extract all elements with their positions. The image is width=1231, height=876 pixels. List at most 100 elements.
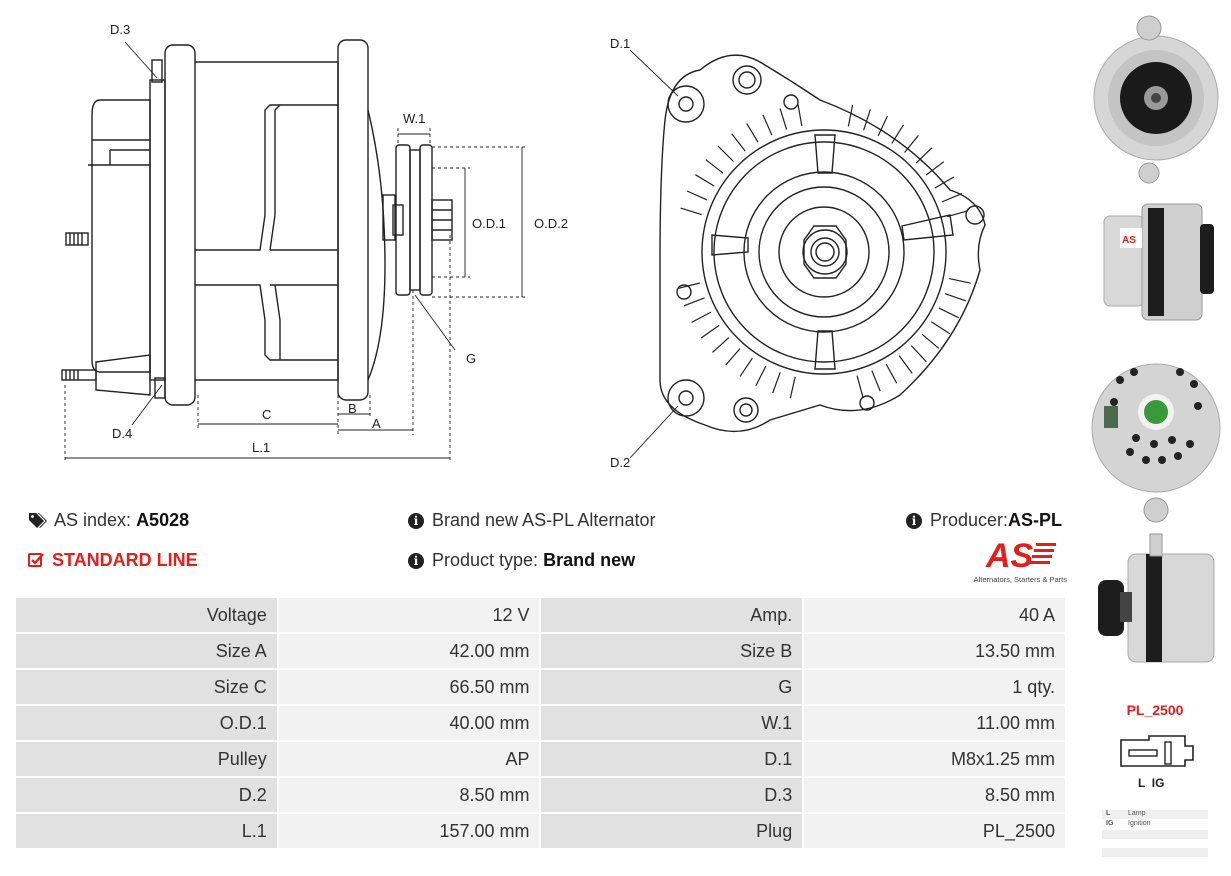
- spec-value: 40 A: [804, 598, 1065, 632]
- cooling-fin: [700, 324, 720, 339]
- spec-key: G: [541, 670, 803, 704]
- plug-legend-row: [1102, 830, 1208, 839]
- cooling-fin: [949, 278, 971, 284]
- legend-value: Ignition: [1128, 820, 1151, 827]
- cooling-fin: [797, 104, 803, 127]
- label-c: C: [262, 407, 271, 422]
- plug-pin-labels: L IG: [1138, 776, 1165, 790]
- spec-key: Voltage: [16, 598, 277, 632]
- cooling-fin: [941, 192, 963, 203]
- label-d4: D.4: [112, 426, 132, 441]
- info-icon: i: [408, 513, 424, 529]
- product-type-row: i Product type: Brand new: [408, 550, 635, 571]
- as-logo: AS Alternators, Starters & Parts: [966, 537, 1067, 584]
- cooling-fin: [847, 104, 854, 127]
- spec-value: 1 qty.: [804, 670, 1065, 704]
- cooling-fin: [944, 293, 966, 302]
- label-b: B: [348, 401, 357, 416]
- cooling-fin: [910, 345, 927, 363]
- cooling-fin: [921, 333, 940, 349]
- logo-text: AS: [985, 537, 1034, 571]
- spec-key: D.2: [16, 778, 277, 812]
- info-icon: i: [906, 513, 922, 529]
- producer-row: i Producer:AS-PL: [906, 510, 1062, 531]
- spec-key: Size B: [541, 634, 803, 668]
- spec-value: 11.00 mm: [804, 706, 1065, 740]
- label-l1: L.1: [252, 440, 270, 455]
- cooling-fin: [885, 363, 898, 384]
- label-od1: O.D.1: [472, 216, 506, 231]
- product-photo-rear[interactable]: [1090, 340, 1222, 528]
- plug-diagram: [1120, 735, 1194, 767]
- spec-key: Size C: [16, 670, 277, 704]
- cooling-fin: [946, 210, 969, 218]
- plug-code: PL_2500: [1126, 702, 1184, 718]
- front-view-drawing: D.1 D.2: [610, 36, 986, 470]
- spec-value: 42.00 mm: [278, 634, 540, 668]
- svg-text:AS: AS: [1122, 235, 1136, 246]
- producer-value: AS-PL: [1008, 510, 1063, 530]
- producer-label: Producer:: [930, 510, 1009, 530]
- cooling-fin: [686, 190, 708, 201]
- spec-value: 40.00 mm: [278, 706, 540, 740]
- cooling-fin: [746, 123, 759, 143]
- product-type-label: Product type:: [432, 550, 539, 570]
- cooling-fin: [680, 207, 702, 216]
- product-photo-side[interactable]: AS: [1090, 188, 1222, 336]
- product-photo-angle[interactable]: [1090, 530, 1222, 680]
- cooling-fin: [915, 147, 933, 164]
- spec-key: Plug: [541, 814, 803, 848]
- product-type-value: Brand new: [543, 550, 636, 570]
- spec-value: 13.50 mm: [804, 634, 1065, 668]
- spec-key: O.D.1: [16, 706, 277, 740]
- cooling-fin: [739, 357, 753, 377]
- label-w1: W.1: [403, 111, 425, 126]
- description-text: Brand new AS-PL Alternator: [432, 510, 656, 530]
- spec-key: L.1: [16, 814, 277, 848]
- product-photo-front[interactable]: [1090, 8, 1222, 188]
- label-d2: D.2: [610, 455, 630, 470]
- cooling-fin: [898, 355, 913, 374]
- label-d3: D.3: [110, 22, 130, 37]
- cooling-fin: [891, 124, 905, 144]
- cooling-fin: [755, 365, 767, 386]
- spec-value: 12 V: [278, 598, 540, 632]
- cooling-fin: [930, 321, 951, 335]
- cooling-fin: [877, 115, 888, 137]
- as-index-row: AS index: A5028: [28, 510, 189, 531]
- standard-line-badge: STANDARD LINE: [28, 550, 198, 571]
- as-index-value: A5028: [136, 510, 190, 530]
- cooling-fin: [717, 145, 734, 162]
- spec-key: D.3: [541, 778, 803, 812]
- cooling-fin: [779, 108, 788, 130]
- cooling-fin: [705, 159, 724, 174]
- standard-line-text: STANDARD LINE: [52, 550, 198, 570]
- info-icon: i: [408, 553, 424, 569]
- spec-value: M8x1.25 mm: [804, 742, 1065, 776]
- as-logo-mark: AS: [985, 537, 1056, 575]
- legend-value: Lamp: [1128, 810, 1146, 817]
- tags-icon: [29, 513, 47, 528]
- spec-value: 8.50 mm: [278, 778, 540, 812]
- description-row: i Brand new AS-PL Alternator: [408, 510, 655, 531]
- cooling-fin: [863, 109, 871, 131]
- plug-legend-row: [1102, 848, 1208, 857]
- label-g: G: [466, 351, 476, 366]
- cooling-fin: [938, 307, 960, 319]
- as-index-label: AS index:: [54, 510, 132, 530]
- spec-key: Amp.: [541, 598, 803, 632]
- cooling-fin: [762, 114, 773, 136]
- cooling-fin: [678, 282, 700, 289]
- plug-legend-row: IG Ignition: [1102, 820, 1208, 829]
- legend-key: IG: [1106, 820, 1114, 827]
- cooling-fin: [925, 161, 945, 176]
- cooling-fin: [691, 311, 712, 323]
